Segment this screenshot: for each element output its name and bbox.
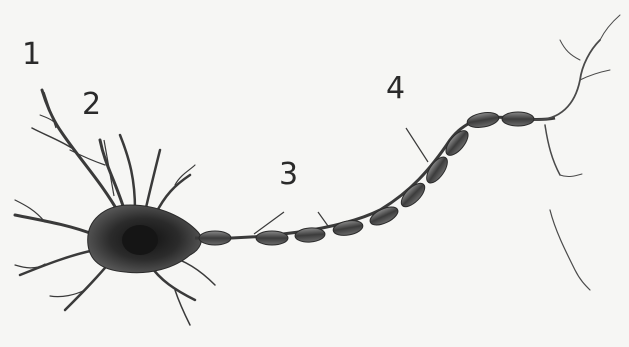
terminal-branch xyxy=(560,174,582,177)
callout-2: 2 xyxy=(82,90,101,120)
terminal-branch xyxy=(545,125,560,175)
leader-line-4 xyxy=(406,128,428,162)
dendrite xyxy=(65,262,110,310)
callout-3: 3 xyxy=(279,160,298,190)
terminal-branch xyxy=(560,40,580,60)
callout-4: 4 xyxy=(386,74,405,104)
dendrite xyxy=(20,250,95,275)
dendrite xyxy=(70,150,105,165)
nucleus xyxy=(122,225,158,255)
terminal-branch xyxy=(600,15,620,40)
terminal-branch xyxy=(580,70,610,80)
leader-line-1 xyxy=(44,92,56,128)
myelin-sheath xyxy=(199,110,534,245)
dendrite xyxy=(15,215,95,235)
dendrite xyxy=(145,150,160,212)
myelin-segment xyxy=(332,219,364,238)
myelin-segment xyxy=(466,110,500,129)
myelin-segment xyxy=(256,231,288,245)
callout-1: 1 xyxy=(22,40,41,70)
axon xyxy=(195,110,555,245)
dendrite xyxy=(175,165,195,185)
myelin-segment xyxy=(199,231,231,245)
leader-line-3b xyxy=(318,212,328,226)
terminal-branch xyxy=(550,210,590,290)
dendrite xyxy=(32,128,75,150)
myelin-segment xyxy=(502,112,534,126)
myelin-segment xyxy=(295,227,326,243)
axon-terminals xyxy=(535,15,620,290)
leader-line-2 xyxy=(104,140,114,196)
dendrite xyxy=(42,90,120,215)
terminal-branch xyxy=(535,40,600,120)
dendrite xyxy=(120,135,135,210)
